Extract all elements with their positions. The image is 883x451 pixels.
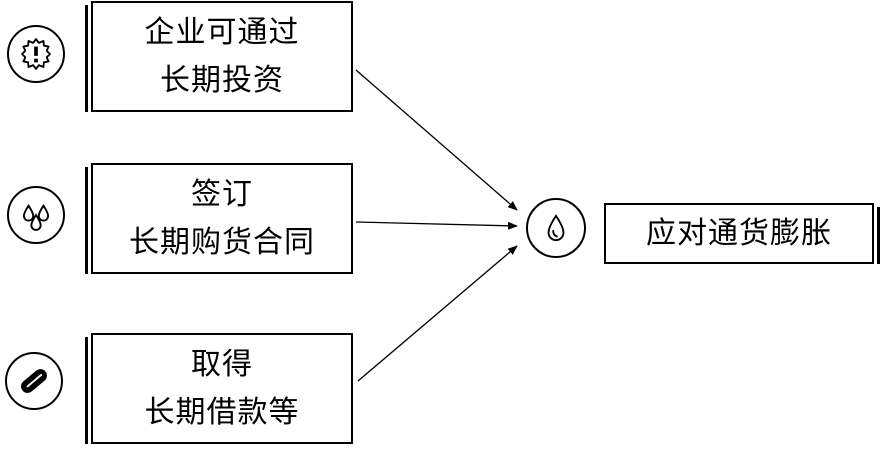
target-box: 应对通货膨胀 bbox=[604, 203, 880, 264]
source-box-2: 签订 长期购货合同 bbox=[85, 163, 353, 274]
source-3-line-2: 长期借款等 bbox=[144, 394, 300, 430]
drop-icon bbox=[526, 198, 586, 258]
badge-alert-icon bbox=[7, 25, 65, 83]
source-3-line-1: 取得 bbox=[191, 346, 253, 382]
source-1-line-2: 长期投资 bbox=[160, 62, 284, 98]
arrow-2 bbox=[355, 221, 518, 230]
droplets-icon bbox=[7, 186, 65, 244]
source-box-1: 企业可通过 长期投资 bbox=[85, 1, 353, 112]
target-label: 应对通货膨胀 bbox=[646, 215, 832, 251]
source-1-line-1: 企业可通过 bbox=[144, 14, 300, 50]
source-box-3: 取得 长期借款等 bbox=[85, 333, 353, 444]
arrow-1 bbox=[355, 69, 518, 211]
source-2-line-2: 长期购货合同 bbox=[129, 224, 315, 260]
paperclip-icon bbox=[5, 352, 63, 410]
source-2-line-1: 签订 bbox=[191, 176, 253, 212]
arrow-3 bbox=[357, 245, 518, 382]
